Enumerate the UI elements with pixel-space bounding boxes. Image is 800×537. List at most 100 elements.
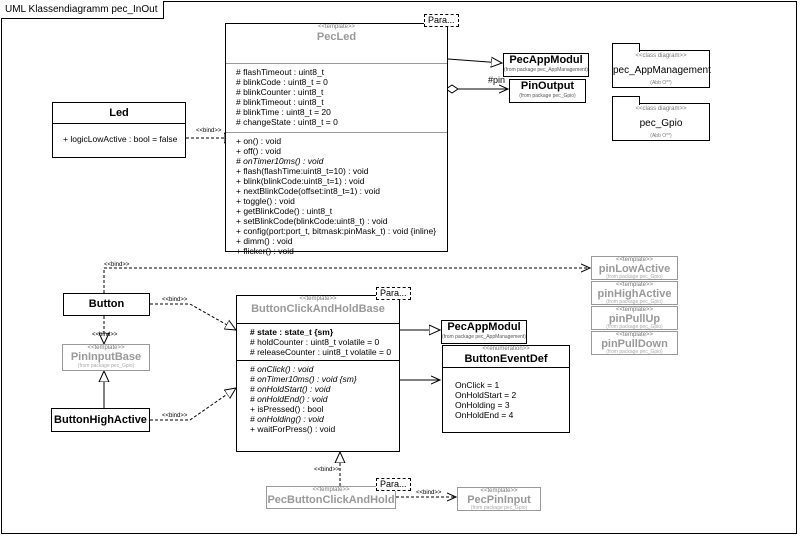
operation: + setBlinkCode(blinkCode:uint8_t) : void bbox=[236, 216, 388, 226]
class-pecappmodul[interactable]: PecAppModul (from package pec_AppManagem… bbox=[503, 53, 589, 77]
operation: # onTimer10ms() : void {sm} bbox=[250, 374, 357, 384]
package-name: pec_Gpio bbox=[639, 118, 683, 129]
class-origin: (from package pec_AppManagement) bbox=[442, 334, 526, 340]
class-pecbuttonclickandhold[interactable]: <<template>> PecButtonClickAndHold bbox=[266, 486, 396, 509]
class-operations: # onClick() : void # onTimer10ms() : voi… bbox=[237, 360, 399, 437]
template-parameter: Para... bbox=[424, 14, 459, 27]
operation: # onHoldEnd() : void bbox=[250, 394, 328, 404]
operation: + dimm() : void bbox=[236, 236, 293, 246]
class-origin: (from package pec_AppManagement) bbox=[504, 67, 588, 73]
class-pinpullup[interactable]: <<template>> pinPullUp (from package pec… bbox=[591, 306, 678, 330]
enum-literal: OnClick = 1 bbox=[455, 380, 500, 390]
class-name: ButtonClickAndHoldBase bbox=[251, 303, 385, 315]
class-pecpininput[interactable]: <<template>> PecPinInput (from package p… bbox=[457, 487, 541, 511]
attribute: # blinkCounter : uint8_t bbox=[236, 87, 324, 97]
operation: + on() : void bbox=[236, 136, 282, 146]
bind-label: <<bind>> bbox=[162, 413, 188, 419]
enum-literal: OnHoldStart = 2 bbox=[455, 390, 517, 400]
class-operations: + on() : void + off() : void # onTimer10… bbox=[226, 132, 447, 259]
attribute: # blinkCode : uint8_t = 0 bbox=[236, 77, 328, 87]
attribute: # changeState : uint8_t = 0 bbox=[236, 117, 338, 127]
class-pinpulldown[interactable]: <<template>> pinPullDown (from package p… bbox=[591, 331, 678, 355]
class-stereotype: <<template>> bbox=[299, 296, 337, 302]
operation: # onHoldStart() : void bbox=[250, 384, 331, 394]
class-pecappmodul[interactable]: PecAppModul (from package pec_AppManagem… bbox=[441, 320, 527, 344]
operation: + waitForPress() : void bbox=[250, 424, 336, 434]
package-tab bbox=[612, 96, 640, 105]
class-name: pinLowActive bbox=[598, 263, 671, 275]
class-buttonhighactive[interactable]: ButtonHighActive bbox=[51, 408, 150, 432]
class-stereotype: <<template>> bbox=[480, 488, 518, 494]
package-stereotype: <<class diagram>> bbox=[635, 53, 687, 59]
class-stereotype: <<template>> bbox=[317, 24, 356, 30]
class-name: pinPullDown bbox=[601, 338, 668, 350]
package-pec-appmanagement[interactable]: <<class diagram>> pec_AppManagement (Abb… bbox=[612, 43, 711, 88]
operation: + flash(flashTime:uint8_t=10) : void bbox=[236, 166, 369, 176]
class-stereotype: <<template>> bbox=[312, 487, 350, 493]
operation: # onHolding() : void bbox=[250, 414, 324, 424]
package-name: pec_AppManagement bbox=[613, 65, 711, 76]
operation: + blink(blinkCode:uint8_t=1) : void bbox=[236, 176, 365, 186]
attribute: # blinkTime : uint8_t = 20 bbox=[236, 107, 331, 117]
class-pinoutput[interactable]: PinOutput (from package pec_Gpio) bbox=[509, 79, 586, 103]
class-buttoneventdef[interactable]: <<enumeration>> ButtonEventDef OnClick =… bbox=[442, 345, 570, 433]
bind-label: <<bind>> bbox=[92, 332, 118, 338]
class-name: pinPullUp bbox=[608, 313, 661, 325]
class-name: pinHighActive bbox=[597, 288, 672, 300]
class-name: PecPinInput bbox=[467, 494, 531, 506]
class-name: PecAppModul bbox=[447, 321, 521, 333]
class-name: PecAppModul bbox=[509, 54, 583, 66]
class-name: PinOutput bbox=[520, 80, 575, 92]
bind-label: <<bind>> bbox=[162, 297, 188, 303]
class-attributes: + logicLowActive : bool = false bbox=[53, 123, 185, 147]
class-pecled[interactable]: <<template>> PecLed # flashTimeout : uin… bbox=[225, 23, 448, 256]
class-led[interactable]: Led + logicLowActive : bool = false bbox=[52, 102, 186, 158]
frame-title: UML Klassendiagramm pec_InOut bbox=[1, 1, 165, 19]
class-origin: (from package pec_Gpio) bbox=[606, 274, 663, 280]
operation: + nextBlinkCode(offset:int8_t=1) : void bbox=[236, 186, 380, 196]
class-stereotype: <<template>> bbox=[87, 345, 125, 351]
class-name: ButtonHighActive bbox=[54, 414, 147, 426]
class-name: PecLed bbox=[316, 31, 357, 43]
bind-label: <<bind>> bbox=[416, 490, 442, 496]
operation: + getBlinkCode() : uint8_t bbox=[236, 206, 333, 216]
operation: + config(port:port_t, bitmask:pinMask_t)… bbox=[236, 226, 437, 236]
class-name: Button bbox=[88, 298, 125, 310]
package-stereotype: <<class diagram>> bbox=[635, 106, 687, 112]
class-origin: (from package pec_Gpio) bbox=[77, 363, 135, 369]
class-pininputbase[interactable]: <<template>> PinInputBase (from package … bbox=[62, 344, 150, 371]
operation: + flicker() : void bbox=[236, 246, 294, 256]
attribute: + logicLowActive : bool = false bbox=[63, 134, 178, 144]
class-origin: (from package pec_Gpio) bbox=[470, 505, 528, 511]
class-origin: (from package pec_Gpio) bbox=[519, 93, 576, 99]
attribute: # holdCounter : uint8_t volatile = 0 bbox=[250, 337, 380, 347]
attribute: # flashTimeout : uint8_t bbox=[236, 67, 325, 77]
package-tab bbox=[612, 43, 640, 52]
enum-literal: OnHolding = 3 bbox=[455, 400, 510, 410]
class-name: ButtonEventDef bbox=[464, 353, 548, 365]
package-pec-gpio[interactable]: <<class diagram>> pec_Gpio (Abb O**) bbox=[612, 96, 710, 141]
operation: # onTimer10ms() : void bbox=[236, 156, 324, 166]
class-origin: (from package pec_Gpio) bbox=[606, 349, 663, 355]
package-footnote: (Abb O**) bbox=[650, 80, 672, 86]
template-parameter: Para... bbox=[376, 287, 411, 300]
class-stereotype: <<template>> bbox=[615, 307, 654, 313]
class-name: PinInputBase bbox=[70, 351, 142, 363]
class-pinhighactive[interactable]: <<template>> pinHighActive (from package… bbox=[591, 281, 678, 305]
class-origin: (from package pec_Gpio) bbox=[606, 324, 663, 330]
class-button[interactable]: Button bbox=[63, 293, 150, 316]
class-buttonclickandholdbase[interactable]: <<template>> ButtonClickAndHoldBase # st… bbox=[236, 295, 400, 452]
class-name: Led bbox=[109, 107, 129, 119]
class-attributes: # flashTimeout : uint8_t # blinkCode : u… bbox=[226, 63, 447, 132]
operation: + toggle() : void bbox=[236, 196, 295, 206]
class-stereotype: <<template>> bbox=[615, 257, 654, 263]
class-pinlowactive[interactable]: <<template>> pinLowActive (from package … bbox=[591, 256, 678, 280]
operation: # onClick() : void bbox=[250, 364, 314, 374]
class-origin: (from package pec_Gpio) bbox=[606, 299, 663, 305]
attribute: # state : state_t {sm} bbox=[250, 327, 334, 337]
class-attributes: # state : state_t {sm} # holdCounter : u… bbox=[237, 323, 399, 360]
bind-label: <<bind>> bbox=[104, 262, 130, 268]
bind-label: <<bind>> bbox=[314, 467, 340, 473]
